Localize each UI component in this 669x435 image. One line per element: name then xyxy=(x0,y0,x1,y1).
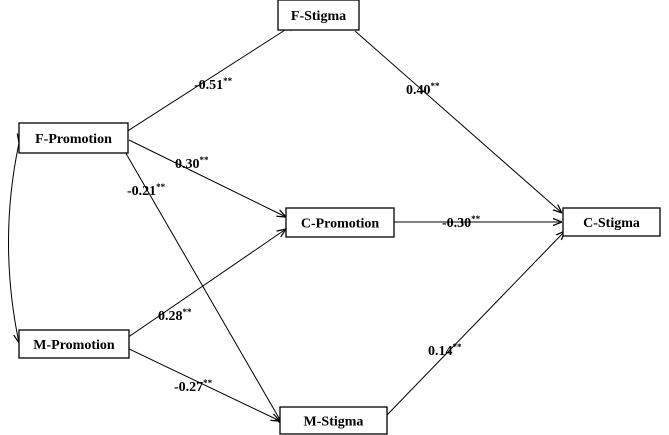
edge-mpromotion-mstigma xyxy=(126,347,280,421)
edge-fpromotion-mpromotion-correlation xyxy=(8,143,20,343)
node-m-promotion: M-Promotion xyxy=(18,329,130,359)
coef-fpromotion-cpromotion: 0.30** xyxy=(175,155,209,172)
coef-mpromotion-mstigma: -0.27** xyxy=(174,378,213,395)
coef-fstigma-cstigma: 0.40** xyxy=(406,81,440,98)
node-f-promotion: F-Promotion xyxy=(18,122,129,154)
node-c-stigma: C-Stigma xyxy=(562,207,661,237)
edges xyxy=(8,23,566,425)
coef-cpromotion-cstigma: -0.30** xyxy=(442,214,481,231)
edge-mstigma-cstigma xyxy=(386,231,565,416)
edge-mpromotion-cpromotion xyxy=(126,229,286,339)
node-f-stigma: F-Stigma xyxy=(277,0,360,31)
node-m-promotion-label: M-Promotion xyxy=(33,338,115,353)
edge-fpromotion-cpromotion xyxy=(128,139,286,217)
node-c-promotion-label: C-Promotion xyxy=(301,217,379,232)
coef-mstigma-cstigma: 0.14** xyxy=(428,342,462,359)
coef-fpromotion-fstigma: -0.51** xyxy=(194,76,233,93)
node-c-stigma-label: C-Stigma xyxy=(583,216,640,231)
node-m-stigma-label: M-Stigma xyxy=(304,415,364,430)
node-c-promotion: C-Promotion xyxy=(285,207,395,238)
node-f-promotion-label: F-Promotion xyxy=(35,132,112,147)
edge-fpromotion-fstigma xyxy=(125,23,296,133)
edge-fstigma-cstigma xyxy=(354,30,562,213)
node-f-stigma-label: F-Stigma xyxy=(291,9,346,24)
node-m-stigma: M-Stigma xyxy=(279,406,388,435)
coef-fpromotion-mstigma: -0.21** xyxy=(127,182,166,199)
edge-fpromotion-mstigma xyxy=(123,149,283,425)
coef-mpromotion-cpromotion: 0.28** xyxy=(158,307,192,324)
